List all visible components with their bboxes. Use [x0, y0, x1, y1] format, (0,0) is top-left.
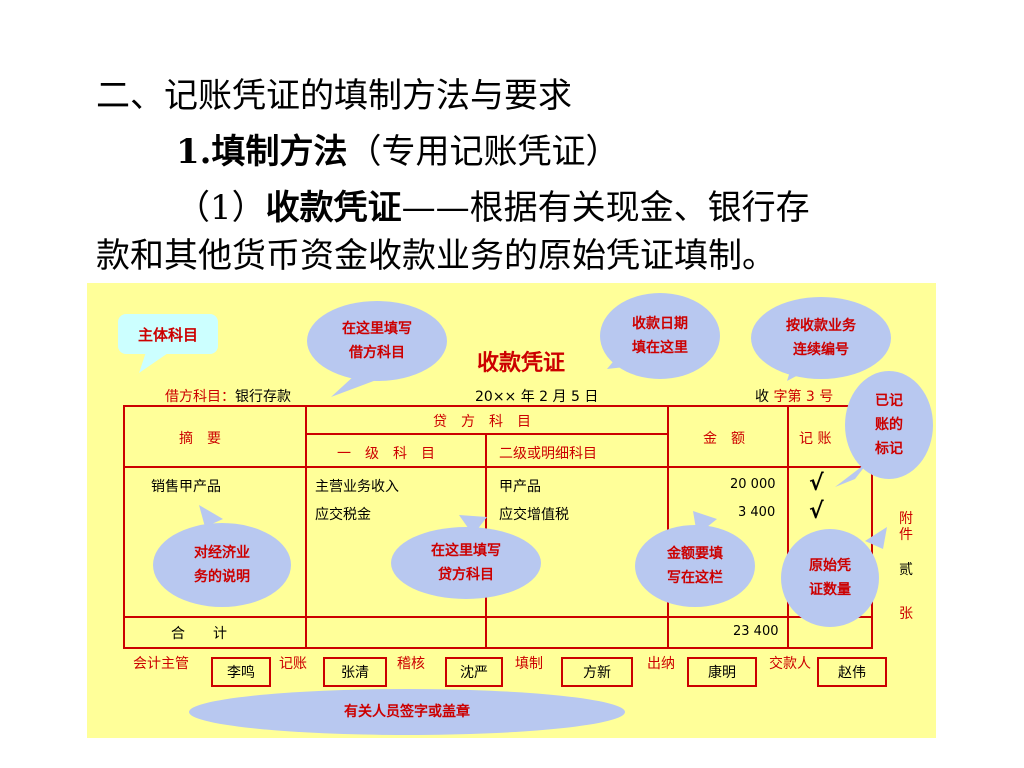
row2-level2: 应交增值税 — [499, 507, 569, 523]
row2-amount: 3 400 — [738, 505, 776, 520]
sign-name-payer: 赵伟 — [817, 657, 887, 687]
callout-amount: 金额要填 写在这栏 — [635, 525, 755, 607]
sign-name-chief: 李鸣 — [211, 657, 271, 687]
sign-label-auditor: 稽核 — [397, 656, 425, 672]
item-line-continued: 款和其他货币资金收款业务的原始凭证填制。 — [96, 236, 776, 276]
callout-attachments: 原始凭 证数量 — [781, 529, 879, 627]
attachment-label: 附件 — [899, 511, 913, 543]
col-summary: 摘 要 — [179, 431, 221, 447]
callout-signatures: 有关人员签字或盖章 — [189, 689, 625, 735]
voucher-number: 收 字第 3 号 — [755, 389, 834, 405]
sign-name-auditor: 沈严 — [445, 657, 503, 687]
col-amount: 金 额 — [703, 431, 745, 447]
row1-amount: 20 000 — [730, 477, 776, 492]
sign-name-bookkeeper: 张清 — [323, 657, 387, 687]
sign-name-preparer: 方新 — [561, 657, 633, 687]
sign-name-cashier: 康明 — [687, 657, 757, 687]
callout-subject: 主体科目 — [118, 314, 218, 354]
col-credit-account: 贷 方 科 目 — [433, 414, 531, 430]
total-amount: 23 400 — [733, 624, 779, 639]
sign-label-chief: 会计主管 — [133, 656, 189, 672]
row1-posted-mark: √ — [809, 471, 824, 496]
callout-credit: 在这里填写 贷方科目 — [391, 527, 541, 599]
callout-summary: 对经济业 务的说明 — [153, 523, 291, 607]
row1-level2: 甲产品 — [499, 479, 541, 495]
section-heading: 二、记账凭证的填制方法与要求 — [96, 76, 572, 116]
total-label: 合 计 — [171, 626, 227, 642]
voucher-illustration: 收款凭证 借方科目：银行存款 20×× 年 2 月 5 日 收 字第 3 号 摘… — [87, 283, 936, 738]
callout-numbering: 按收款业务 连续编号 — [751, 297, 891, 379]
attachment-count: 贰 — [899, 562, 913, 578]
method-title: 1.填制方法（专用记账凭证） — [176, 132, 620, 172]
voucher-title: 收款凭证 — [477, 351, 566, 376]
col-level1: 一 级 科 目 — [337, 446, 435, 462]
sign-label-cashier: 出纳 — [647, 656, 675, 672]
debit-label: 借方科目：银行存款 — [165, 389, 291, 405]
callout-posted: 已记 账的 标记 — [845, 371, 933, 479]
row2-posted-mark: √ — [809, 499, 824, 524]
row1-level1: 主营业务收入 — [315, 479, 399, 495]
item-line: （1）收款凭证——根据有关现金、银行存 — [176, 188, 810, 228]
sign-label-bookkeeper: 记账 — [279, 656, 307, 672]
row2-level1: 应交税金 — [315, 507, 371, 523]
voucher-table — [123, 405, 873, 649]
col-level2: 二级或明细科目 — [499, 446, 597, 462]
callout-date: 收款日期 填在这里 — [600, 293, 720, 379]
voucher-date: 20×× 年 2 月 5 日 — [475, 389, 599, 405]
sign-label-preparer: 填制 — [515, 656, 543, 672]
sign-label-payer: 交款人 — [769, 656, 811, 672]
callout-debit: 在这里填写 借方科目 — [307, 301, 447, 381]
col-posted: 记 账 — [799, 431, 832, 447]
attachment-unit: 张 — [899, 606, 913, 622]
row1-summary: 销售甲产品 — [151, 479, 221, 495]
